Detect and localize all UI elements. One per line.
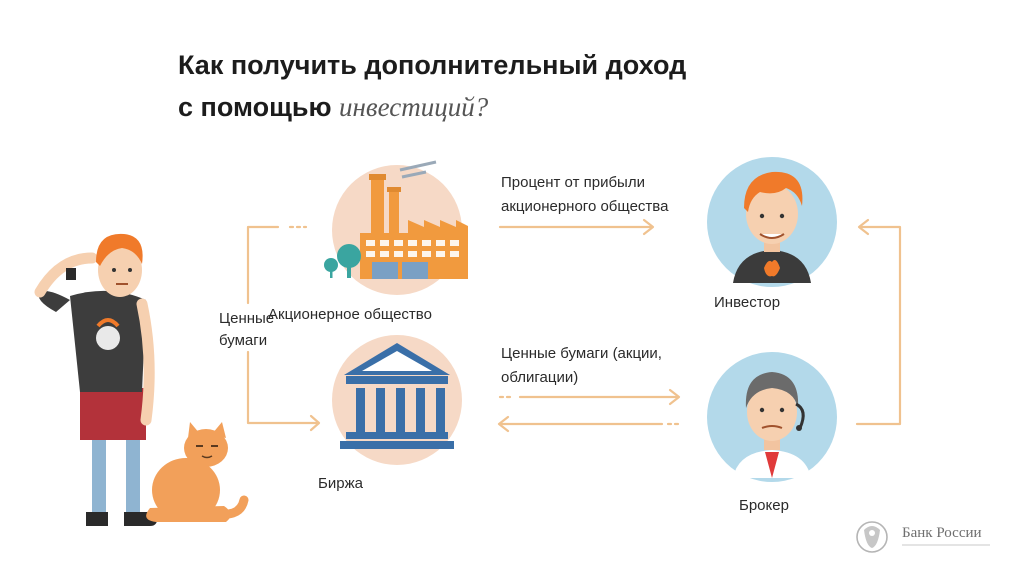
arrow-company-to-investor-head	[642, 218, 655, 236]
edge-label-profit-line-1: Процент от прибыли	[501, 174, 645, 191]
investor-avatar	[707, 157, 837, 287]
bank-of-russia-emblem-icon	[856, 521, 888, 553]
left-bracket-arrow	[246, 225, 320, 425]
factory-icon	[324, 160, 468, 295]
bank-logo-text: Банк России	[902, 525, 982, 541]
node-label-investor: Инвестор	[714, 294, 781, 311]
node-label-exchange: Биржа	[318, 475, 363, 492]
edge-label-securities-types-line-1: Ценные бумаги (акции,	[501, 345, 662, 362]
page-title-prefix: с помощью	[178, 92, 340, 122]
arrow-broker-to-exchange-head	[497, 415, 510, 433]
thinking-person-illustration	[34, 233, 158, 526]
right-bracket-arrow	[855, 225, 902, 426]
page-title-line-2: с помощью инвестиций?	[178, 92, 488, 123]
cat-illustration	[146, 422, 249, 522]
edge-label-securities-types: Ценные бумаги (акции, облигации)	[501, 342, 662, 390]
edge-label-profit-line-2: акционерного общества	[501, 198, 669, 215]
edge-label-securities: Ценные бумаги	[219, 310, 275, 349]
node-label-company: Акционерное общество	[268, 306, 432, 323]
page-title-line-1: Как получить дополнительный доход	[178, 50, 687, 80]
edge-label-profit: Процент от прибыли акционерного общества	[501, 171, 668, 219]
connector-arrows	[246, 218, 902, 433]
edge-label-securities-types-line-2: облигации)	[501, 369, 579, 386]
page-title-italic: инвестиций?	[339, 92, 489, 122]
right-bracket-arrowhead	[857, 218, 870, 236]
bank-building-icon	[332, 335, 462, 465]
broker-avatar	[707, 352, 837, 482]
node-label-broker: Брокер	[739, 497, 789, 514]
arrow-exchange-to-broker-head	[668, 388, 681, 406]
left-bracket-arrowhead	[309, 414, 321, 432]
